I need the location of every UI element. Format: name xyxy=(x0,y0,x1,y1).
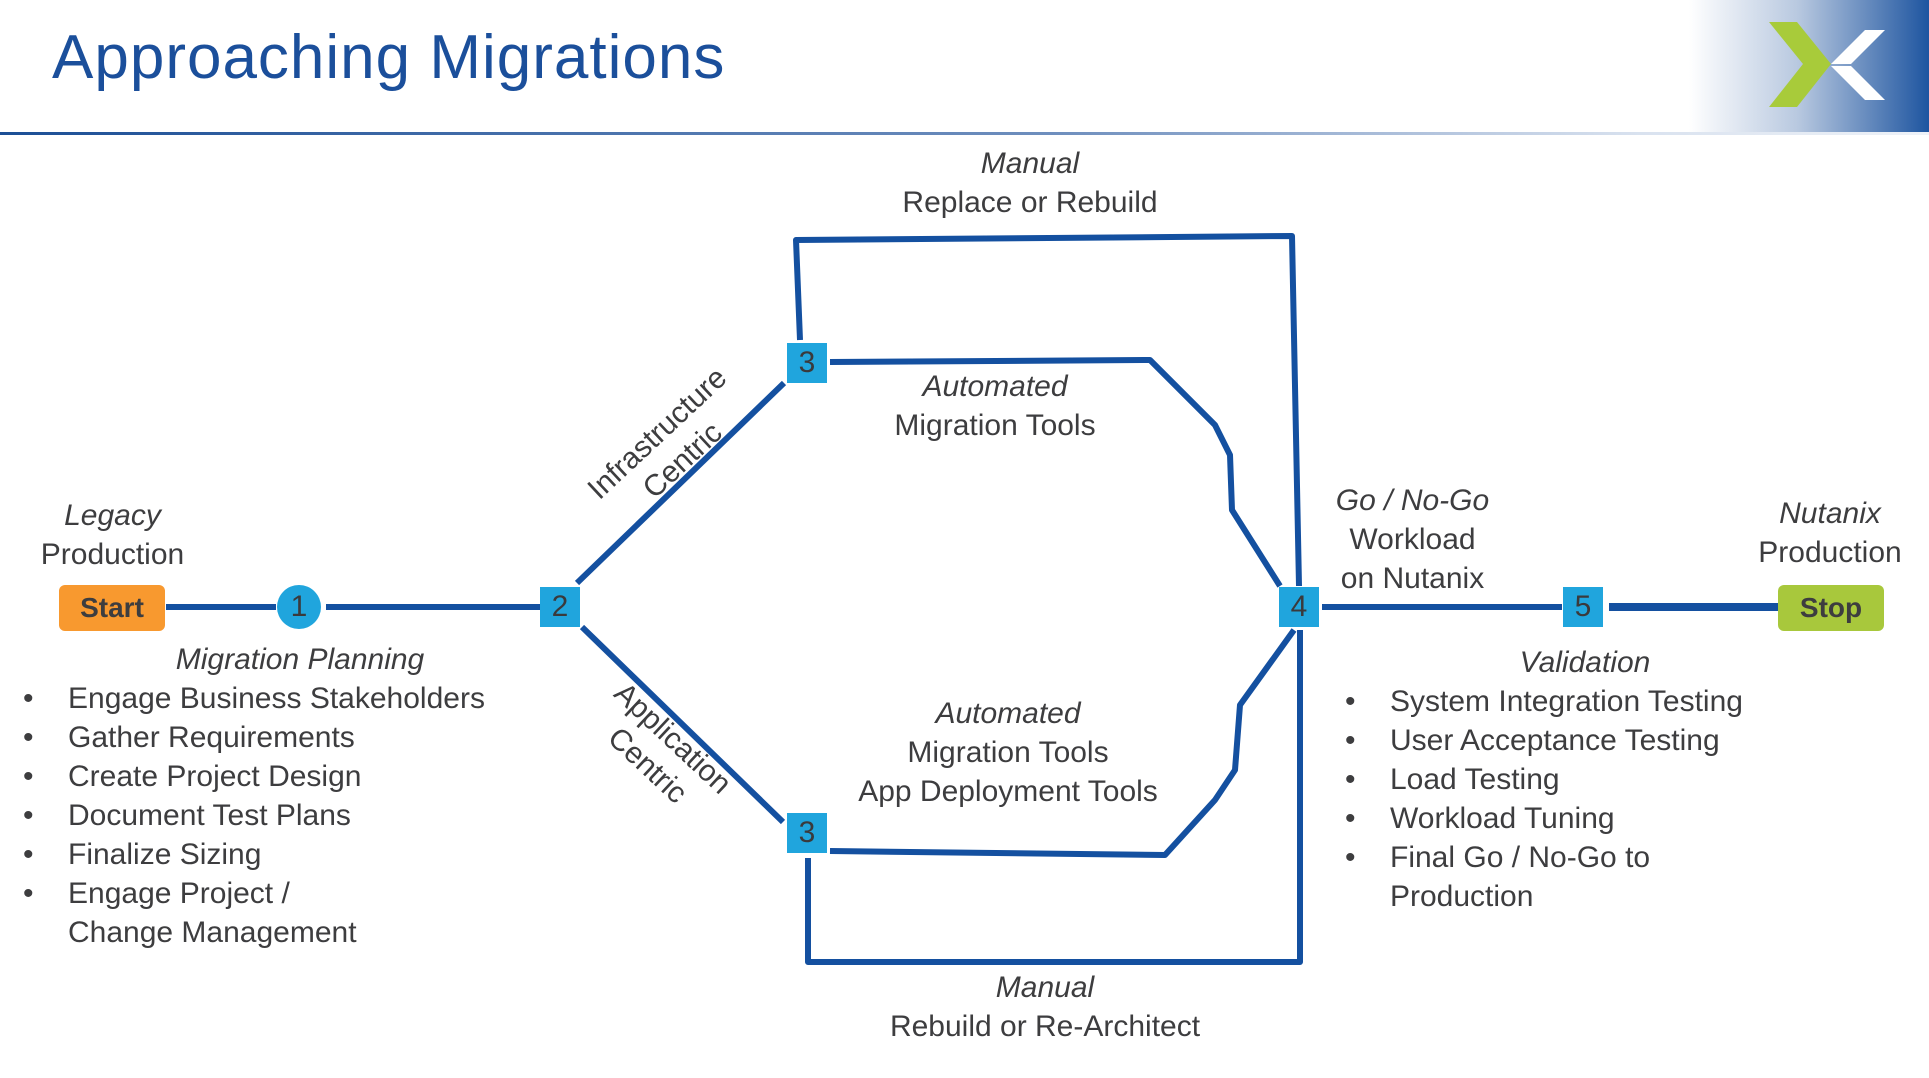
line-application-centric xyxy=(579,624,786,825)
planning-item: Document Test Plans xyxy=(23,796,485,835)
validation-heading: Validation xyxy=(1519,646,1651,679)
manual-bottom-label: Manual xyxy=(995,971,1095,1004)
migration-tools-bottom-label: Migration Tools xyxy=(907,736,1109,769)
logo-green-chevron xyxy=(1769,22,1831,107)
workload-label: Workload xyxy=(1349,523,1476,556)
step-2-node[interactable]: 2 xyxy=(540,587,580,627)
line-infrastructure-centric xyxy=(574,380,787,586)
nutanix-label: Nutanix xyxy=(1779,497,1881,530)
step-5-node[interactable]: 5 xyxy=(1563,587,1603,627)
validation-item: Load Testing xyxy=(1345,760,1743,799)
validation-item: Final Go / No-Go to xyxy=(1345,838,1743,877)
stop-button[interactable]: Stop xyxy=(1778,585,1884,631)
slide-title: Approaching Migrations xyxy=(52,23,726,92)
nutanix-x-logo-icon xyxy=(1769,22,1885,107)
line-manual-replace-or-rebuild xyxy=(793,233,1302,587)
line-automated-migration-tools xyxy=(829,357,1283,588)
legacy-production-label: Production xyxy=(40,538,185,571)
replace-or-rebuild-label: Replace or Rebuild xyxy=(902,186,1158,219)
step-3-infrastructure-node[interactable]: 3 xyxy=(787,343,827,383)
migration-planning-heading: Migration Planning xyxy=(175,643,425,676)
migration-tools-top-label: Migration Tools xyxy=(894,409,1096,442)
step-3-application-node[interactable]: 3 xyxy=(787,813,827,853)
header-divider xyxy=(0,132,1929,135)
line-manual-rebuild-or-rearchitect xyxy=(805,630,1303,965)
planning-item-continuation: Change Management xyxy=(68,916,357,949)
validation-list: System Integration Testing User Acceptan… xyxy=(1345,682,1743,916)
logo-white-lower-stroke xyxy=(1831,66,1885,100)
validation-item: Workload Tuning xyxy=(1345,799,1743,838)
automated-top-label: Automated xyxy=(922,370,1068,403)
go-no-go-label: Go / No-Go xyxy=(1335,484,1490,517)
manual-top-label: Manual xyxy=(980,147,1080,180)
nutanix-production-label: Production xyxy=(1758,536,1902,569)
logo-white-upper-stroke xyxy=(1831,30,1885,64)
app-deployment-tools-label: App Deployment Tools xyxy=(858,775,1158,808)
planning-item: Finalize Sizing xyxy=(23,835,485,874)
automated-bottom-label: Automated xyxy=(935,697,1081,730)
step-4-node[interactable]: 4 xyxy=(1279,587,1319,627)
validation-item: User Acceptance Testing xyxy=(1345,721,1743,760)
on-nutanix-label: on Nutanix xyxy=(1340,562,1485,595)
validation-item-continuation: Production xyxy=(1390,880,1534,913)
rebuild-or-rearchitect-label: Rebuild or Re-Architect xyxy=(889,1010,1201,1043)
planning-item: Engage Project / xyxy=(23,874,485,913)
legacy-label: Legacy xyxy=(64,499,161,532)
planning-item: Gather Requirements xyxy=(23,718,485,757)
line-automated-app-deployment-tools xyxy=(829,628,1297,858)
validation-item: System Integration Testing xyxy=(1345,682,1743,721)
migration-planning-list: Engage Business Stakeholders Gather Requ… xyxy=(23,679,485,952)
planning-item: Engage Business Stakeholders xyxy=(23,679,485,718)
step-1-node[interactable]: 1 xyxy=(277,585,321,629)
start-button[interactable]: Start xyxy=(59,585,165,631)
planning-item: Create Project Design xyxy=(23,757,485,796)
